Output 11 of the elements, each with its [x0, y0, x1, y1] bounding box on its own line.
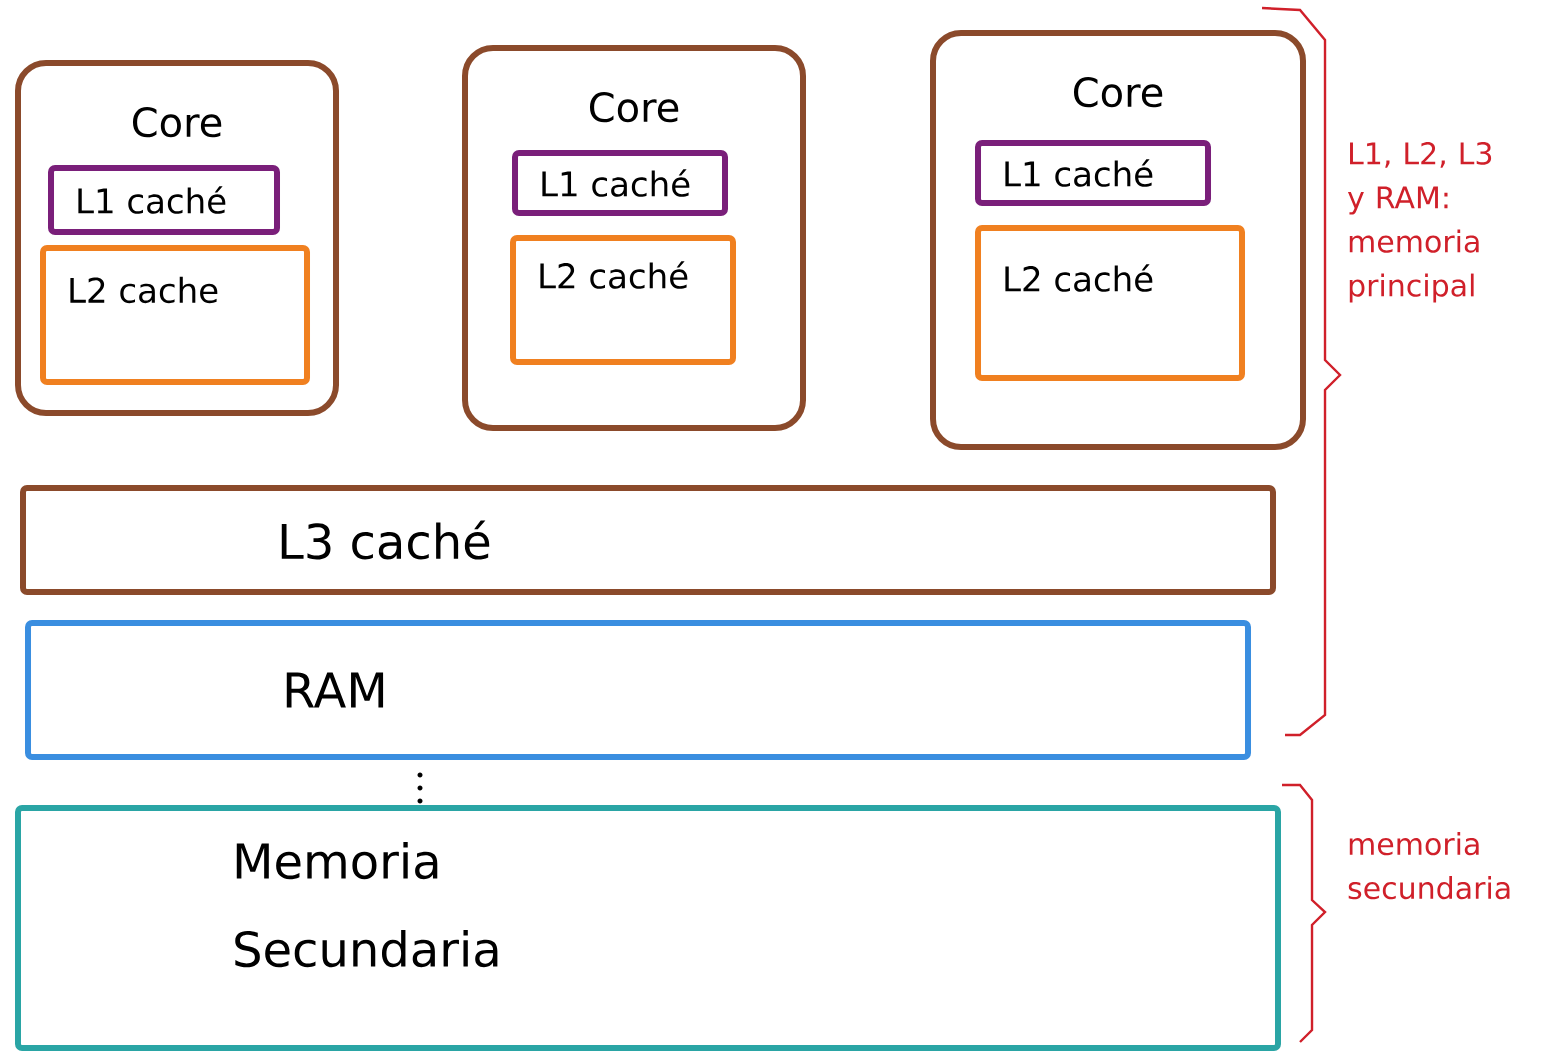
memory-bar: Memoria Secundaria	[15, 805, 1281, 1051]
cache-box: L2 caché	[510, 235, 736, 365]
side-note: L1, L2, L3 y RAM: memoria principal	[1347, 142, 1492, 303]
memory-bar: RAM	[25, 620, 1251, 760]
cache-box: L1 caché	[48, 165, 280, 235]
side-note: memoria secundaria	[1348, 832, 1510, 900]
cache-box: L2 cache	[40, 245, 310, 385]
cache-box: L1 caché	[512, 150, 728, 216]
memory-bar: L3 caché	[20, 485, 1276, 595]
cache-box: L1 caché	[975, 140, 1211, 206]
cache-box: L2 caché	[975, 225, 1245, 381]
